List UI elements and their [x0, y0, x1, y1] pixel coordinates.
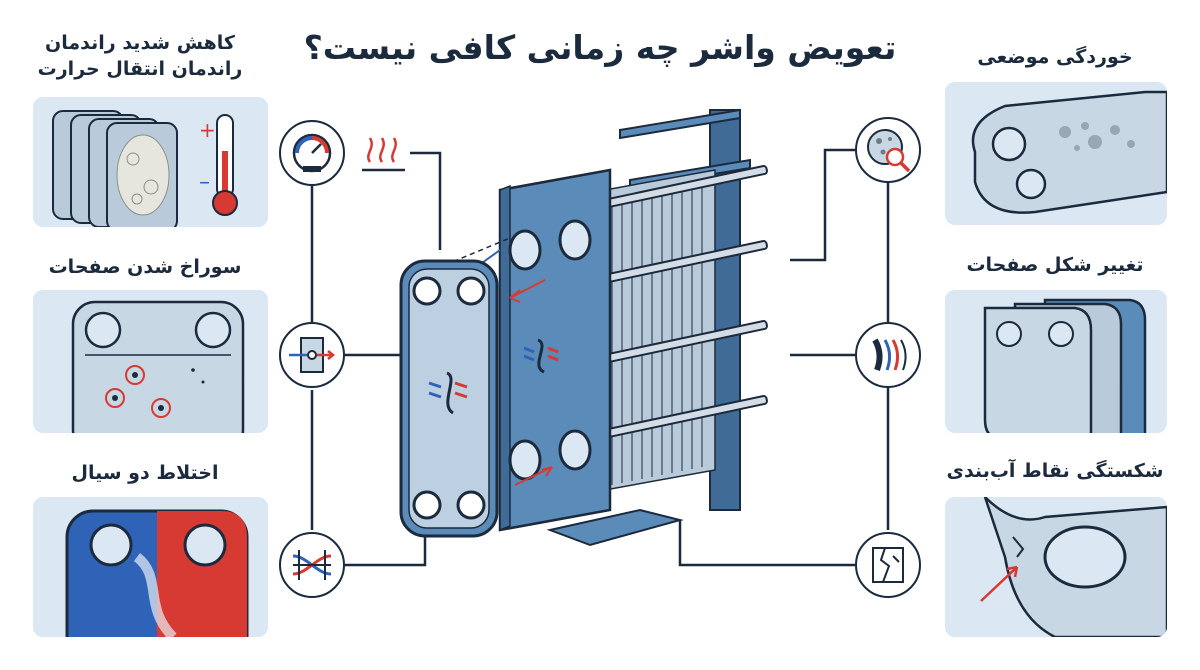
plate-heat-exchanger [444, 108, 768, 547]
deformed-plates-icon [855, 322, 921, 388]
panel-fluid-mixing [33, 497, 268, 637]
gasket-plate [399, 259, 499, 538]
label-efficiency-drop-line2: راندمان انتقال حرارت [37, 58, 243, 80]
perforated-plate-illustration [71, 300, 245, 433]
corrosion-magnifier-icon [855, 117, 921, 183]
heat-waves-icon [367, 137, 397, 163]
label-plate-deformation: تغییر شکل صفحات [966, 254, 1144, 276]
label-plate-perforation: سوراخ شدن صفحات [48, 256, 242, 278]
label-efficiency-drop-line1: کاهش شدید راندمان [45, 32, 235, 54]
plate-leak-icon [279, 322, 345, 388]
panel-broken-seal [945, 497, 1167, 637]
panel-fouled-plates: + – [33, 97, 268, 227]
label-fluid-mixing: اختلاط دو سیال [71, 462, 219, 484]
panel-perforated-plate [33, 290, 268, 433]
label-local-corrosion: خوردگی موضعی [977, 46, 1133, 68]
svg-text:–: – [199, 170, 210, 195]
panel-deformed-plates [945, 290, 1167, 433]
fouled-plates-illustration: + – [52, 110, 238, 227]
panel-corroded-plate [945, 82, 1167, 225]
corroded-plate-illustration [971, 90, 1167, 214]
svg-text:+: + [199, 118, 216, 142]
gauge-icon [279, 120, 345, 186]
cracked-seal-icon [855, 532, 921, 598]
label-seal-breakage: شکستگی نقاط آب‌بندی [946, 460, 1164, 482]
fluid-mixing-illustration [65, 509, 249, 637]
page-title: تعویض واشر چه زمانی کافی نیست؟ [303, 28, 897, 67]
thermometer-icon: + – [199, 114, 238, 216]
broken-seal-illustration [945, 497, 1167, 637]
deformed-plates-illustration [983, 298, 1147, 433]
mixing-flow-icon [279, 532, 345, 598]
label-efficiency-drop: کاهش شدید راندمان راندمان انتقال حرارت [15, 30, 265, 82]
